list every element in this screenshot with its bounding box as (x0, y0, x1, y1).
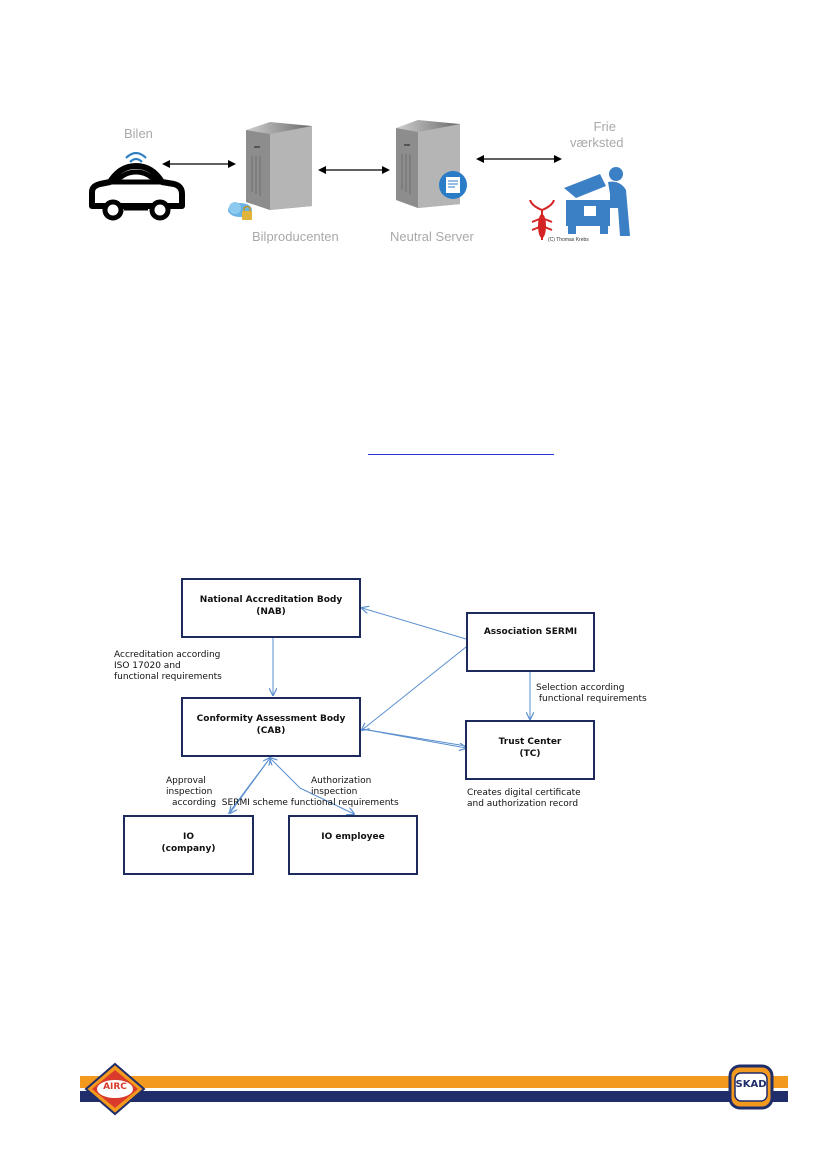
tc-box: Trust Center (TC) (465, 720, 595, 780)
tc-abbrev: (TC) (519, 749, 541, 759)
server-icon (246, 122, 312, 210)
skad-logo (728, 1064, 774, 1110)
io-company-box: IO (company) (123, 815, 254, 875)
nab-box: National Accreditation Body (NAB) (181, 578, 361, 638)
neutral-server-label: Neutral Server (390, 229, 474, 244)
footer-navy-band (80, 1091, 788, 1102)
car-label: Bilen (124, 126, 153, 141)
creates-line1: Creates digital certificate (467, 788, 581, 798)
accreditation-line3: functional requirements (114, 672, 222, 682)
hyperlink-underline[interactable] (368, 454, 554, 455)
sermi-box: Association SERMI (466, 612, 595, 672)
authorization-note: Authorization inspection (311, 776, 371, 798)
cloud-lock-icon (228, 202, 252, 220)
io-employee-title: IO employee (321, 832, 385, 842)
cab-abbrev: (CAB) (256, 726, 286, 736)
nab-abbrev: (NAB) (256, 607, 286, 617)
mechanic-icon (564, 167, 630, 236)
creates-line2: and authorization record (467, 799, 579, 809)
lobster-icon (529, 200, 555, 240)
authorization-line1: Authorization (311, 776, 372, 786)
approval-note: Approval inspection according SERMI sche… (166, 776, 399, 809)
creates-note: Creates digital certificate and authoriz… (467, 788, 581, 810)
nab-title: National Accreditation Body (199, 595, 343, 605)
bidirectional-arrow (318, 166, 390, 174)
approval-line1: Approval (166, 776, 206, 786)
io-title: IO (183, 832, 194, 842)
approval-line2: inspection (166, 787, 213, 797)
accreditation-line2: ISO 17020 and (114, 661, 181, 671)
accreditation-note: Accreditation according ISO 17020 and fu… (114, 650, 222, 683)
selection-line2: functional requirements (536, 694, 647, 704)
car-icon (89, 151, 185, 221)
footer-orange-band (80, 1076, 788, 1088)
approval-line3: according SERMI scheme functional requir… (172, 798, 399, 808)
selection-line1: Selection according (536, 683, 625, 693)
io-subtitle: (company) (161, 844, 216, 854)
bidirectional-arrow (476, 155, 562, 163)
skad-logo-text: SKAD (735, 1079, 767, 1090)
sermi-title: Association SERMI (483, 627, 578, 637)
io-employee-box: IO employee (288, 815, 418, 875)
selection-note: Selection according functional requireme… (536, 683, 647, 705)
airc-logo-text: AIRC (103, 1082, 127, 1092)
workshop-label-line2: værksted (570, 135, 624, 150)
airc-logo (84, 1062, 146, 1116)
workshop-label: Frie værksted (570, 119, 623, 151)
manufacturer-label: Bilproducenten (252, 229, 339, 244)
cab-box: Conformity Assessment Body (CAB) (181, 697, 361, 757)
workshop-label-line1: Frie (593, 119, 616, 134)
cab-title: Conformity Assessment Body (196, 714, 346, 724)
accreditation-line1: Accreditation according (114, 650, 221, 660)
credit-text: (C) Thomas Krebs (548, 237, 589, 243)
authorization-line2: inspection (311, 787, 358, 797)
certificate-icon (439, 171, 467, 199)
tc-title: Trust Center (498, 737, 562, 747)
bidirectional-arrow (162, 160, 236, 168)
